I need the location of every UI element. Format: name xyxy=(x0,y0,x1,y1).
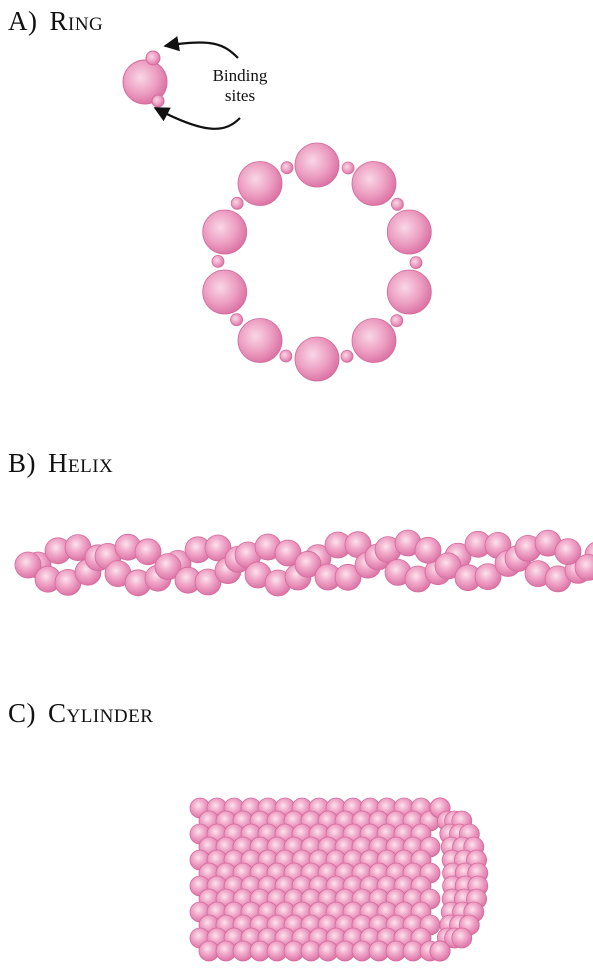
ring-subunit xyxy=(238,319,282,363)
ring-binding-site xyxy=(280,350,292,362)
ring-subunit xyxy=(203,270,247,314)
ring-binding-site xyxy=(391,315,403,327)
ring-binding-site xyxy=(231,314,243,326)
ring-subunit xyxy=(352,162,396,206)
ring-subunit xyxy=(352,319,396,363)
helix-assembly xyxy=(15,530,593,596)
ring-binding-site xyxy=(281,162,293,174)
ring-subunit xyxy=(295,143,339,187)
ring-subunit xyxy=(238,162,282,206)
arrow-lower-binding-site xyxy=(155,108,240,129)
arrow-upper-binding-site xyxy=(165,42,238,58)
ring-binding-site xyxy=(341,350,353,362)
cylinder-assembly xyxy=(190,798,488,961)
cylinder-subunit xyxy=(430,941,450,961)
ring-subunit xyxy=(295,337,339,381)
ring-subunit xyxy=(387,210,431,254)
ring-subunit xyxy=(387,270,431,314)
ring-subunit xyxy=(203,210,247,254)
ring-binding-site xyxy=(391,198,403,210)
single-subunit xyxy=(123,51,167,107)
ring-binding-site xyxy=(342,162,354,174)
cylinder-subunit xyxy=(452,928,472,948)
ring-assembly xyxy=(203,143,432,381)
ring-binding-site xyxy=(212,255,224,267)
ring-binding-site xyxy=(410,257,422,269)
ring-binding-site xyxy=(231,197,243,209)
